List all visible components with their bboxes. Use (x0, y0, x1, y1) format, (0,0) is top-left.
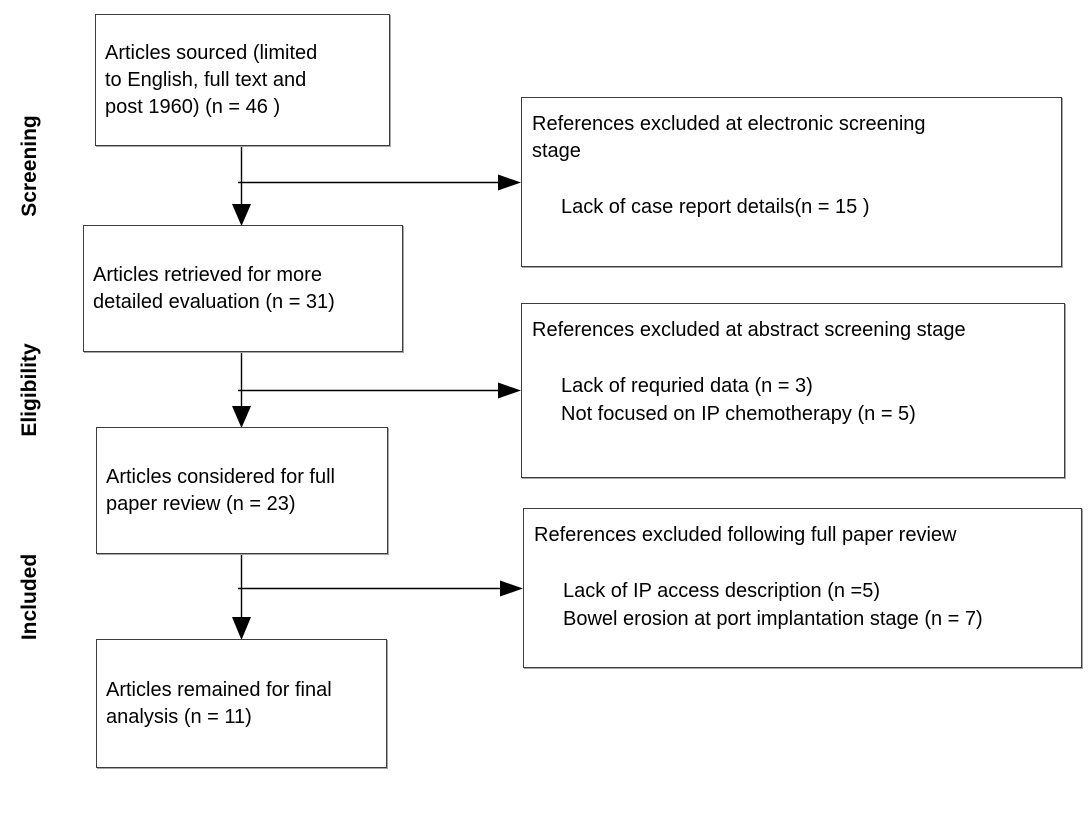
exclusion-title-line: References excluded following full paper… (534, 524, 957, 546)
exclusion-box-items: Lack of requried data (n = 3) Not focuse… (532, 372, 1056, 428)
exclusion-box-title: References excluded at electronic screen… (532, 111, 1053, 165)
flow-box-text-line: post 1960) (n = 46 ) (105, 95, 281, 118)
arrow-down-2 (232, 352, 251, 428)
exclusion-box-full-paper-review: References excluded following full paper… (523, 508, 1082, 668)
flow-box-articles-retrieved: Articles retrieved for more detailed eva… (83, 225, 403, 352)
flow-box-articles-remained: Articles remained for final analysis (n … (96, 639, 387, 768)
arrow-down-3 (232, 554, 251, 640)
flow-box-text-line: analysis (n = 11) (106, 705, 252, 728)
exclusion-item: Lack of requried data (n = 3) (561, 375, 813, 397)
exclusion-item: Bowel erosion at port implantation stage… (563, 608, 983, 630)
flow-box-text-line: Articles considered for full (106, 465, 335, 488)
exclusion-box-electronic-screening: References excluded at electronic screen… (521, 97, 1062, 267)
exclusion-title-line: stage (532, 140, 581, 162)
flow-box-text-line: paper review (n = 23) (106, 492, 296, 515)
exclusion-item: Not focused on IP chemotherapy (n = 5) (561, 403, 916, 425)
arrow-right-2 (238, 382, 521, 399)
arrow-right-1 (238, 174, 521, 191)
flow-box-text-line: Articles sourced (limited (105, 41, 318, 64)
exclusion-box-items: Lack of case report details(n = 15 ) (532, 193, 1053, 221)
exclusion-item: Lack of IP access description (n =5) (563, 580, 881, 602)
flow-box-text-line: Articles remained for final (106, 678, 332, 701)
flow-box-articles-considered: Articles considered for full paper revie… (96, 427, 388, 554)
flow-box-articles-sourced: Articles sourced (limited to English, fu… (95, 14, 390, 146)
flow-box-text-line: to English, full text and (105, 68, 307, 91)
flow-box-text-line: Articles retrieved for more (93, 263, 322, 286)
exclusion-title-line: References excluded at abstract screenin… (532, 319, 966, 341)
flow-box-text-line: detailed evaluation (n = 31) (93, 290, 335, 313)
exclusion-title-line: References excluded at electronic screen… (532, 113, 926, 135)
arrow-down-1 (232, 146, 251, 226)
exclusion-box-items: Lack of IP access description (n =5) Bow… (534, 577, 1073, 633)
exclusion-box-title: References excluded following full paper… (534, 522, 1073, 549)
arrow-right-3 (238, 580, 523, 597)
exclusion-box-abstract-screening: References excluded at abstract screenin… (521, 303, 1065, 478)
exclusion-box-title: References excluded at abstract screenin… (532, 317, 1056, 344)
exclusion-item: Lack of case report details(n = 15 ) (561, 196, 870, 218)
